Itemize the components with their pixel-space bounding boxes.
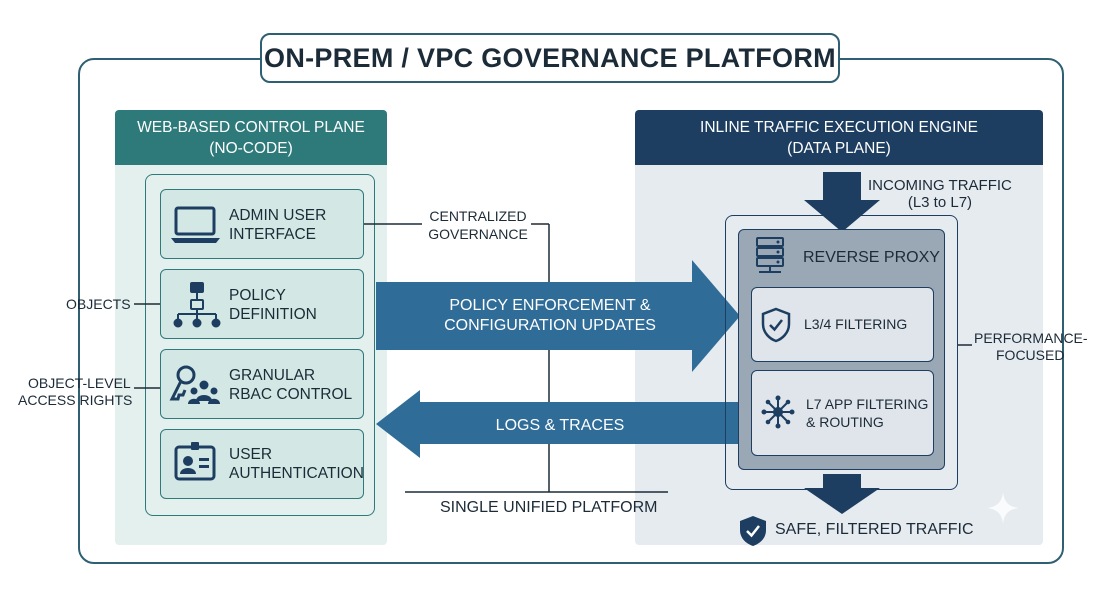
- control-plane-title: WEB-BASED CONTROL PLANE: [137, 118, 365, 136]
- user-auth-line1: USER: [229, 446, 273, 463]
- incoming-traffic-label: INCOMING TRAFFIC (L3 to L7): [868, 177, 1012, 211]
- incoming-line1: INCOMING TRAFFIC: [868, 177, 1012, 194]
- l34-filtering-label: L3/4 FILTERING: [804, 316, 908, 332]
- objects-label: OBJECTS: [66, 296, 131, 312]
- user-auth-card: [160, 429, 364, 499]
- performance-focused-label: PERFORMANCE- FOCUSED: [974, 330, 1088, 364]
- l7-line1: L7 APP FILTERING: [806, 396, 929, 412]
- rbac-control-card: [160, 349, 364, 419]
- outgoing-arrow: [804, 474, 880, 514]
- rbac-control-line1: GRANULAR: [229, 367, 316, 384]
- hierarchy-icon: [173, 282, 221, 328]
- admin-ui-label: ADMIN USER INTERFACE: [229, 206, 326, 244]
- policy-arrow: [376, 260, 740, 372]
- control-plane-components: [145, 174, 375, 516]
- object-level-access-label: OBJECT-LEVEL ACCESS RIGHTS: [18, 375, 132, 409]
- policy-enforcement-label: POLICY ENFORCEMENT & CONFIGURATION UPDAT…: [425, 296, 675, 336]
- admin-ui-line2: INTERFACE: [229, 226, 316, 243]
- admin-ui-card: [160, 189, 364, 259]
- centralized-line2: GOVERNANCE: [428, 226, 528, 242]
- incoming-arrow: [804, 172, 880, 232]
- object-level-line2: ACCESS RIGHTS: [18, 392, 133, 408]
- control-plane-header: WEB-BASED CONTROL PLANE (NO-CODE): [115, 110, 387, 165]
- l7-line2: & ROUTING: [806, 414, 884, 430]
- control-plane-subtitle: (NO-CODE): [209, 139, 293, 157]
- id-badge-icon: [174, 442, 216, 481]
- rbac-control-label: GRANULAR RBAC CONTROL: [229, 366, 352, 404]
- performance-line2: FOCUSED: [996, 347, 1065, 363]
- network-node-icon: [761, 395, 795, 429]
- reverse-proxy-label: REVERSE PROXY: [803, 249, 940, 266]
- object-level-line1: OBJECT-LEVEL: [28, 375, 131, 391]
- engine-container: [725, 215, 958, 490]
- user-auth-label: USER AUTHENTICATION: [229, 445, 364, 483]
- admin-ui-line1: ADMIN USER: [229, 207, 327, 224]
- policy-definition-line1: POLICY: [229, 287, 286, 304]
- logs-traces-label: LOGS & TRACES: [495, 417, 625, 434]
- sparkle-icon: [987, 492, 1019, 524]
- logs-arrow: [376, 390, 740, 458]
- single-platform-label: SINGLE UNIFIED PLATFORM: [440, 499, 658, 516]
- performance-line1: PERFORMANCE-: [974, 330, 1088, 346]
- l7-filtering-label: L7 APP FILTERING & ROUTING: [806, 395, 928, 431]
- data-plane-subtitle: (DATA PLANE): [787, 139, 891, 157]
- server-icon: [756, 237, 784, 273]
- policy-definition-label: POLICY DEFINITION: [229, 286, 317, 324]
- shield-check-icon: [761, 307, 791, 343]
- policy-definition-card: [160, 269, 364, 339]
- centralized-line1: CENTRALIZED: [429, 208, 527, 224]
- data-plane-title: INLINE TRAFFIC EXECUTION ENGINE: [700, 118, 978, 136]
- laptop-icon: [171, 206, 220, 243]
- safe-shield-icon: [740, 516, 766, 546]
- centralized-governance-label: CENTRALIZED GOVERNANCE: [424, 207, 532, 243]
- safe-traffic-label: SAFE, FILTERED TRAFFIC: [775, 521, 974, 538]
- policy-flow-line1: POLICY ENFORCEMENT &: [449, 297, 651, 314]
- page-title: ON-PREM / VPC GOVERNANCE PLATFORM: [260, 33, 840, 83]
- policy-flow-line2: CONFIGURATION UPDATES: [444, 317, 656, 334]
- data-plane-header: INLINE TRAFFIC EXECUTION ENGINE (DATA PL…: [635, 110, 1043, 165]
- rbac-control-line2: RBAC CONTROL: [229, 386, 353, 403]
- policy-definition-line2: DEFINITION: [229, 306, 317, 323]
- key-users-icon: [169, 365, 220, 404]
- user-auth-line2: AUTHENTICATION: [229, 465, 364, 482]
- incoming-line2: (L3 to L7): [907, 194, 973, 211]
